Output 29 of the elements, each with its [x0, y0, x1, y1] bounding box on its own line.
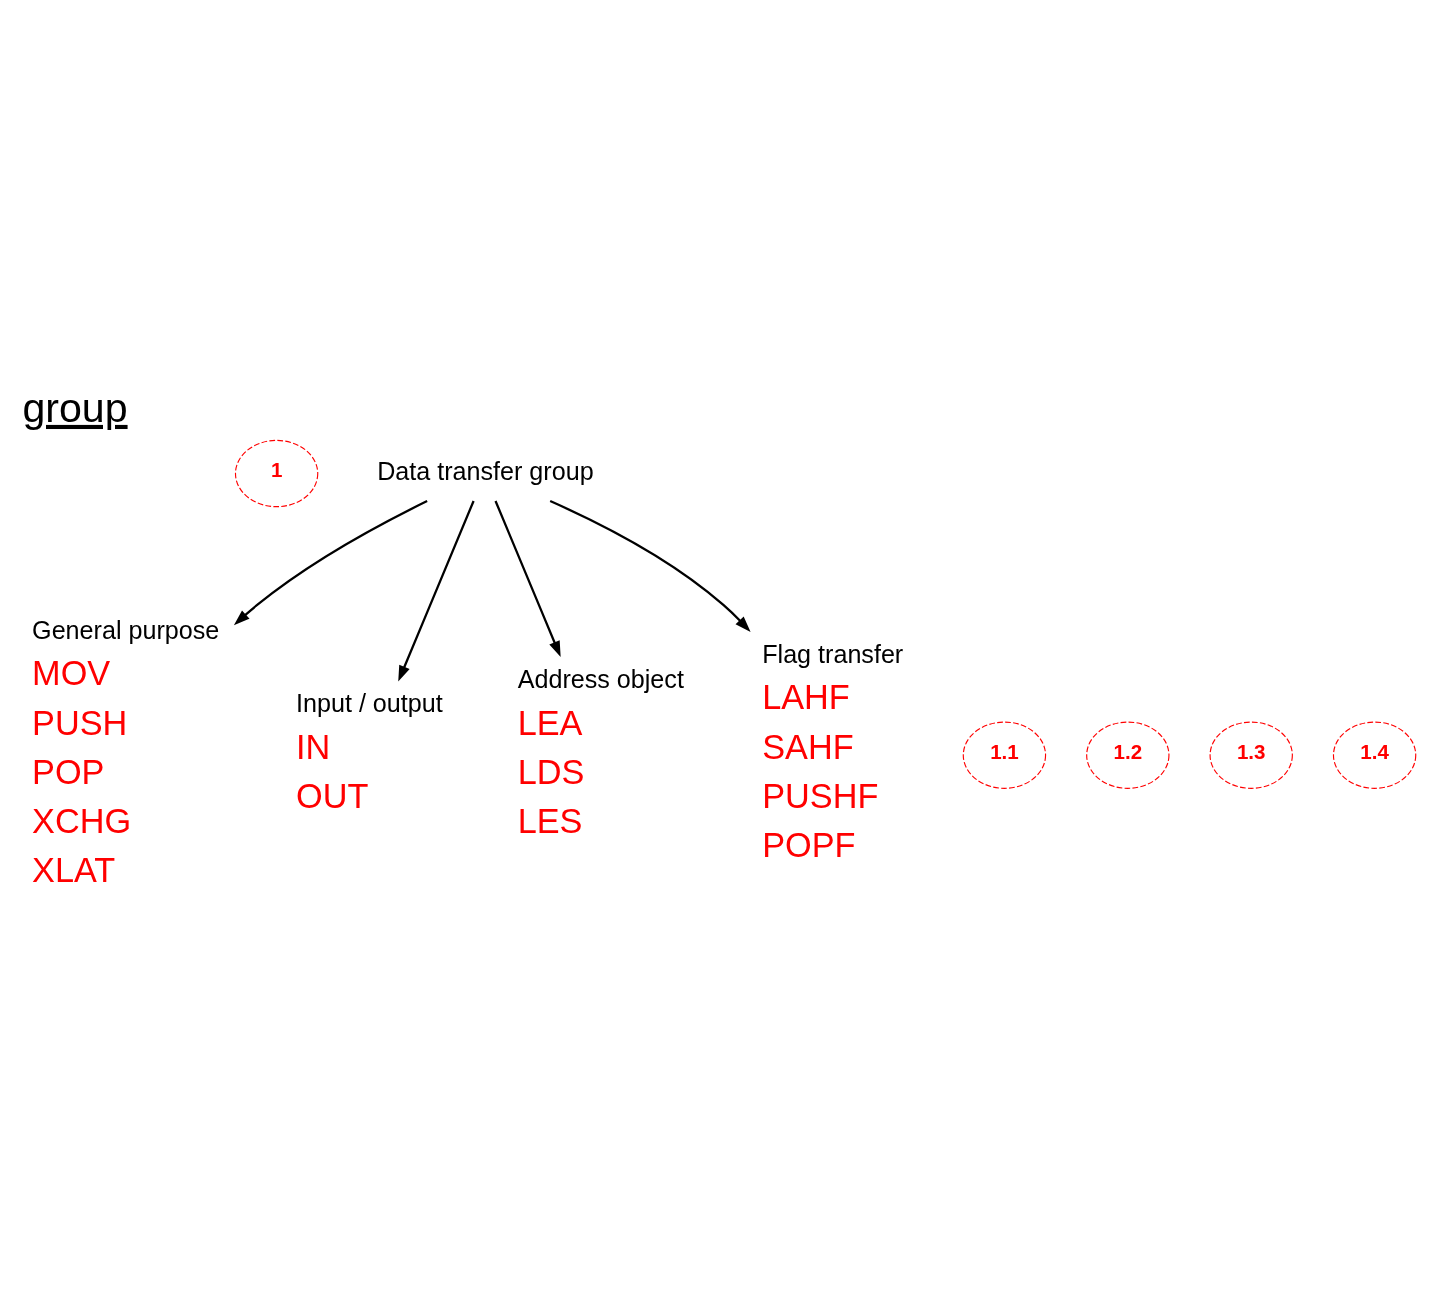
arrow [494, 500, 561, 658]
node-ellipse: 1.2 [1086, 721, 1170, 789]
arrow [398, 500, 475, 682]
node-ellipse: 1.1 [962, 721, 1047, 789]
node-label: XLAT [32, 851, 116, 890]
node-label: POP [32, 752, 105, 791]
node-label: LES [517, 801, 583, 840]
arrow [233, 500, 428, 626]
node-label: PUSHF [762, 776, 879, 815]
node-label: XCHG [32, 801, 132, 840]
node-label: LAHF [762, 678, 850, 717]
node-text: Input / output [296, 689, 443, 718]
node-label: MOV [32, 654, 111, 693]
arrow [549, 500, 751, 632]
node-text: Data transfer group [377, 456, 594, 485]
node-label: LDS [517, 752, 585, 791]
node-text: General purpose [32, 616, 220, 645]
node-label: PUSH [32, 703, 128, 742]
diagram-title: group [22, 384, 128, 431]
node-text: Address object [517, 665, 684, 694]
node-text: Flag transfer [762, 640, 904, 669]
node-label: POPF [762, 825, 856, 864]
node-label: IN [296, 727, 331, 766]
node-label: OUT [296, 776, 369, 815]
node-ellipse: 1.4 [1332, 721, 1417, 789]
node-ellipse: 1.3 [1209, 721, 1293, 789]
node-label: SAHF [762, 727, 854, 766]
node-label: LEA [517, 703, 583, 742]
node-ellipse: 1 [234, 439, 319, 508]
